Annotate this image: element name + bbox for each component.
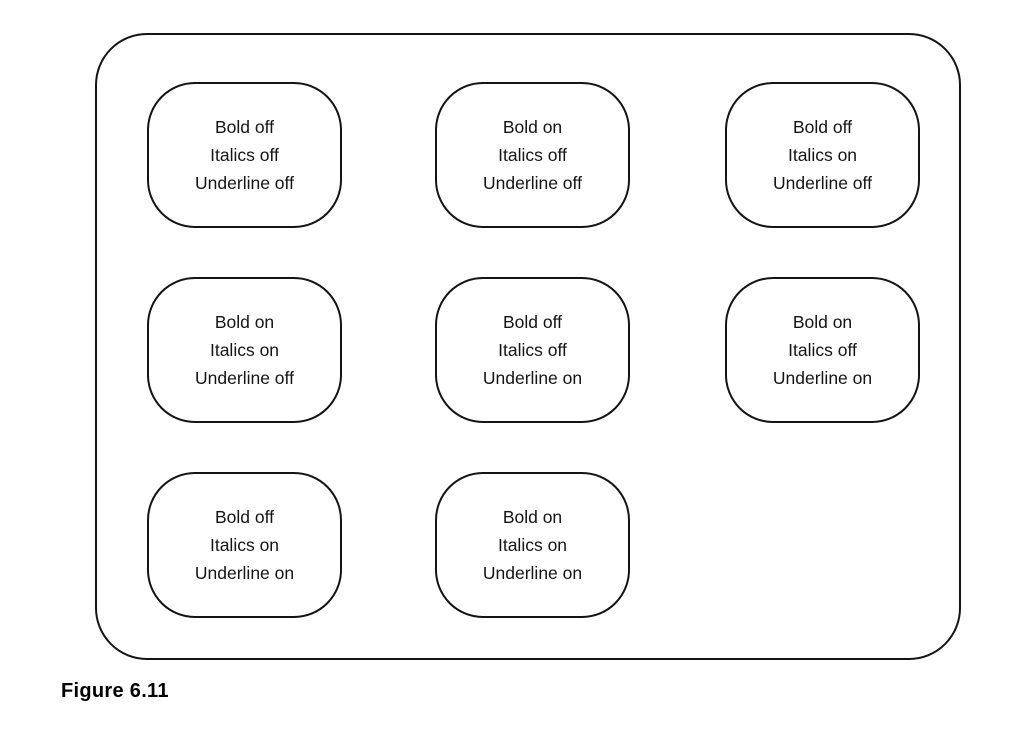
state-line-italics: Italics off [498,340,567,360]
state-line-bold: Bold on [502,507,563,527]
state-line-underline: Underline on [194,563,295,583]
state-line-italics: Italics on [209,340,280,360]
state-box-bold-off-italics-on-underline-on: Bold off Italics on Underline on [147,472,342,618]
state-line-italics: Italics on [497,535,568,555]
state-line-underline: Underline off [195,173,294,193]
state-diagram-container: Bold off Italics off Underline off Bold … [95,33,961,660]
state-line-italics: Italics off [210,145,279,165]
state-box-bold-on-italics-on-underline-on: Bold on Italics on Underline on [435,472,630,618]
state-box-bold-off-italics-off-underline-on: Bold off Italics off Underline on [435,277,630,423]
state-line-bold: Bold on [502,117,563,137]
state-line-underline: Underline off [773,173,872,193]
state-line-bold: Bold off [502,312,563,332]
state-line-underline: Underline on [772,368,873,388]
state-line-italics: Italics on [209,535,280,555]
state-line-underline: Underline off [195,368,294,388]
state-line-underline: Underline on [482,368,583,388]
figure-caption: Figure 6.11 [61,680,169,702]
state-box-bold-on-italics-on-underline-off: Bold on Italics on Underline off [147,277,342,423]
state-line-bold: Bold off [792,117,853,137]
state-box-bold-on-italics-off-underline-off: Bold on Italics off Underline off [435,82,630,228]
state-line-bold: Bold off [214,117,275,137]
state-line-underline: Underline off [483,173,582,193]
state-line-bold: Bold on [214,312,275,332]
state-line-italics: Italics off [788,340,857,360]
state-line-bold: Bold on [792,312,853,332]
state-box-bold-on-italics-off-underline-on: Bold on Italics off Underline on [725,277,920,423]
state-box-bold-off-italics-off-underline-off: Bold off Italics off Underline off [147,82,342,228]
state-line-bold: Bold off [214,507,275,527]
state-box-bold-off-italics-on-underline-off: Bold off Italics on Underline off [725,82,920,228]
state-line-italics: Italics off [498,145,567,165]
state-line-underline: Underline on [482,563,583,583]
state-line-italics: Italics on [787,145,858,165]
